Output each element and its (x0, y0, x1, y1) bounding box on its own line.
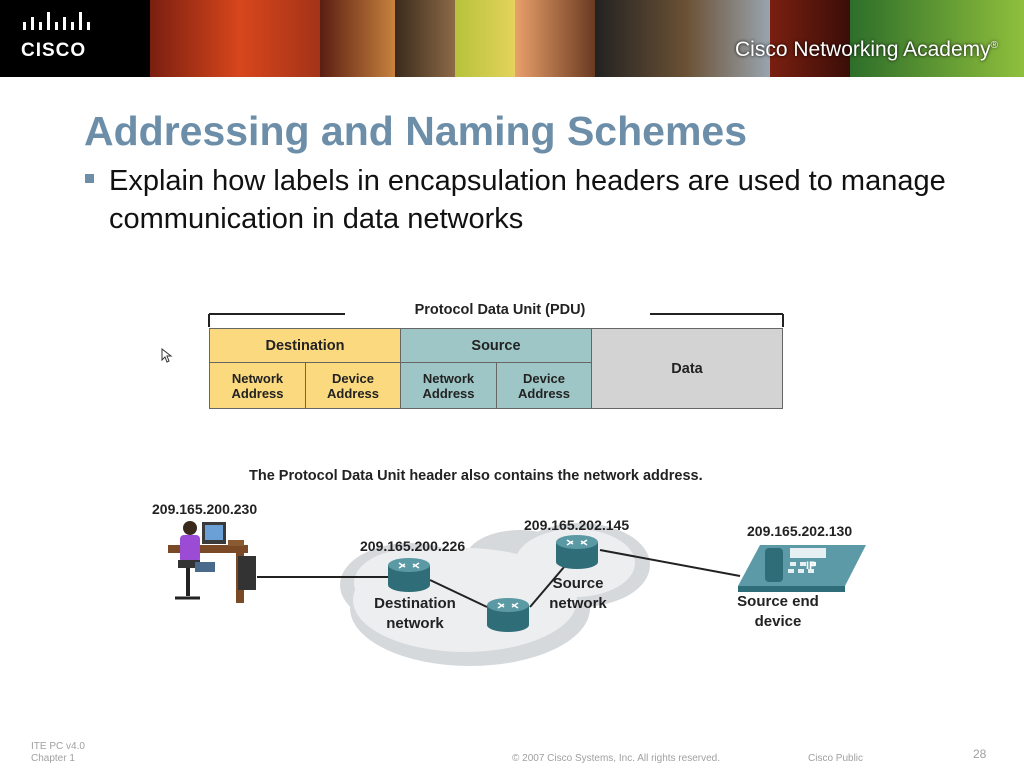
banner-photo (395, 0, 455, 77)
banner-photo (685, 0, 770, 77)
academy-brand-cisco: Cisco (735, 38, 788, 61)
banner-photo (150, 0, 240, 77)
ip-phone-icon (738, 545, 866, 592)
router-source-icon (556, 535, 598, 569)
data-field: Data (591, 328, 783, 409)
destination-network-label: Destination network (374, 595, 456, 632)
cisco-logo: CISCO (0, 0, 150, 77)
cisco-bridge-icon (23, 12, 90, 30)
network-caption: The Protocol Data Unit header also conta… (249, 468, 703, 484)
banner-photo (770, 0, 850, 77)
footer-copyright: © 2007 Cisco Systems, Inc. All rights re… (512, 753, 721, 764)
router-middle-icon (487, 598, 529, 632)
footer-classification: Cisco Public (808, 753, 864, 764)
banner-photo (455, 0, 515, 77)
pc-ip-address: 209.165.200.230 (152, 501, 258, 517)
banner-photo (320, 0, 395, 77)
page-number: 28 (973, 747, 987, 761)
bullet-marker (85, 174, 94, 183)
pdu-title: Protocol Data Unit (PDU) (350, 302, 650, 318)
cisco-logo-text: CISCO (21, 40, 87, 61)
user-workstation-icon (168, 521, 256, 603)
dest-network-address: Network Address (209, 362, 306, 409)
registered-mark: ® (990, 40, 998, 51)
phone-ip-badge: IP (806, 560, 817, 572)
footer-chapter: Chapter 1 (31, 753, 75, 764)
footer-version: ITE PC v4.0 (31, 741, 85, 752)
header-banner: CISCO Cisco Networking Academy® (0, 0, 1024, 77)
dest-device-address: Device Address (305, 362, 401, 409)
bullet-text: Explain how labels in encapsulation head… (109, 165, 946, 235)
banner-photo (240, 0, 320, 77)
phone-ip-address: 209.165.202.130 (747, 523, 853, 539)
networking-academy-brand: Cisco Networking Academy® (735, 38, 998, 62)
slide-title: Addressing and Naming Schemes (84, 108, 748, 154)
academy-brand-rest: Networking Academy (787, 38, 991, 61)
router-dest-ip-address: 209.165.200.226 (360, 538, 466, 554)
banner-photo (595, 0, 685, 77)
src-network-address: Network Address (400, 362, 497, 409)
source-network-label: Source network (549, 575, 607, 612)
banner-photo (515, 0, 595, 77)
banner-photo (850, 0, 1024, 77)
destination-header: Destination (209, 328, 401, 363)
source-end-device-label: Source end device (737, 593, 819, 630)
router-destination-icon (388, 558, 430, 592)
src-device-address: Device Address (496, 362, 592, 409)
mouse-pointer-icon (161, 348, 173, 363)
router-src-ip-address: 209.165.202.145 (524, 517, 630, 533)
